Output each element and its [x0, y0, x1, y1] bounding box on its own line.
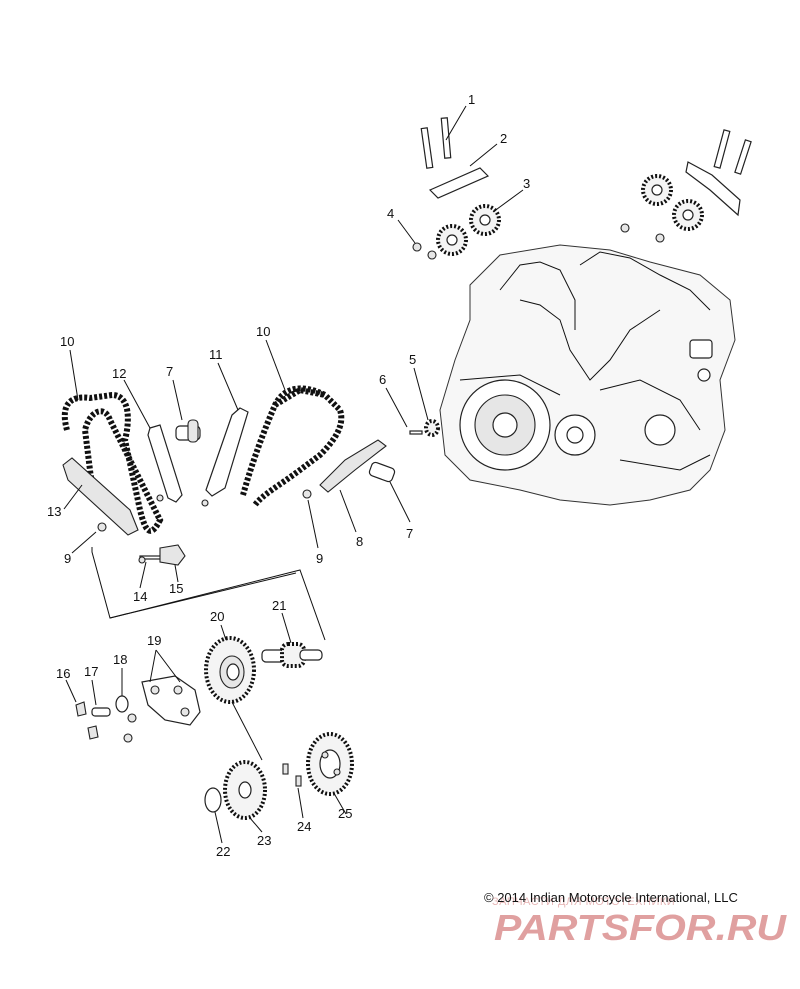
callout-22: 22 [216, 844, 230, 859]
callout-8: 8 [356, 534, 363, 549]
dowel-item-24 [282, 763, 302, 787]
watermark-logo: PARTSFOR.RU [494, 907, 787, 948]
engine-assembly-illustration [439, 244, 736, 506]
chain-tensioner-item-7-left [175, 419, 201, 443]
bracket-item-15 [159, 544, 186, 566]
callout-11: 11 [209, 347, 223, 362]
callout-2: 2 [500, 131, 507, 146]
bolt-item-1 [420, 117, 752, 175]
watermark-subtitle: ЗАПЧАСТИ ДЛЯ МОТОТЕХНИКИ [492, 896, 676, 908]
callout-9-left: 9 [64, 551, 71, 566]
bolt-item-6 [409, 430, 423, 435]
gear-item-25 [306, 732, 354, 796]
callout-7-right: 7 [406, 526, 413, 541]
bolt-item-9 [97, 489, 312, 532]
bolt-item-17 [91, 707, 111, 717]
callout-6: 6 [379, 372, 386, 387]
callout-5: 5 [409, 352, 416, 367]
callout-4: 4 [387, 206, 394, 221]
timing-chain-right-item-10 [240, 385, 345, 507]
callout-12: 12 [112, 366, 126, 381]
callout-labels: 1 2 3 4 5 6 7 7 8 9 9 10 10 11 12 13 14 … [47, 92, 530, 859]
chain-tensioner-item-7-right [368, 461, 396, 483]
copyright-notice: © 2014 Indian Motorcycle International, … [484, 890, 738, 905]
sprocket-item-5 [424, 419, 440, 437]
callout-16: 16 [56, 666, 70, 681]
chain-guide-upper-item-2 [428, 161, 741, 217]
callout-3: 3 [523, 176, 530, 191]
chain-guide-item-11 [205, 407, 249, 497]
callout-10-right: 10 [256, 324, 270, 339]
tensioner-guide-item-8 [319, 439, 387, 493]
callout-17: 17 [84, 664, 98, 679]
shaft-item-21 [261, 642, 323, 668]
callout-19: 19 [147, 633, 161, 648]
callout-21: 21 [272, 598, 286, 613]
callout-13: 13 [47, 504, 61, 519]
callout-18: 18 [113, 652, 127, 667]
nut-item-4 [412, 223, 665, 260]
callout-7-left: 7 [166, 364, 173, 379]
plate-item-19 [123, 675, 201, 743]
callout-15: 15 [169, 581, 183, 596]
callout-9-right: 9 [316, 551, 323, 566]
group-bracket-outline [91, 547, 326, 641]
camshaft-sprocket-front [436, 204, 501, 256]
callout-20: 20 [210, 609, 224, 624]
gear-item-23 [223, 760, 267, 820]
callout-10-left: 10 [60, 334, 74, 349]
callout-23: 23 [257, 833, 271, 848]
callout-25: 25 [338, 806, 352, 821]
tensioner-guide-item-13 [62, 457, 139, 536]
washer-item-18 [115, 695, 129, 713]
ring-item-22 [204, 787, 222, 813]
timing-chain-left-item-10 [61, 391, 164, 534]
camshaft-sprocket-rear [641, 174, 704, 231]
bolt-item-14 [138, 555, 163, 564]
chain-guide-item-12 [147, 424, 183, 503]
gear-item-20 [204, 636, 256, 704]
callout-14: 14 [133, 589, 147, 604]
leader-lines [63, 105, 524, 844]
callout-1: 1 [468, 92, 475, 107]
bolt-item-16 [75, 701, 99, 740]
watermark-logo-text: PARTSFOR.RU [494, 907, 787, 948]
callout-24: 24 [297, 819, 311, 834]
